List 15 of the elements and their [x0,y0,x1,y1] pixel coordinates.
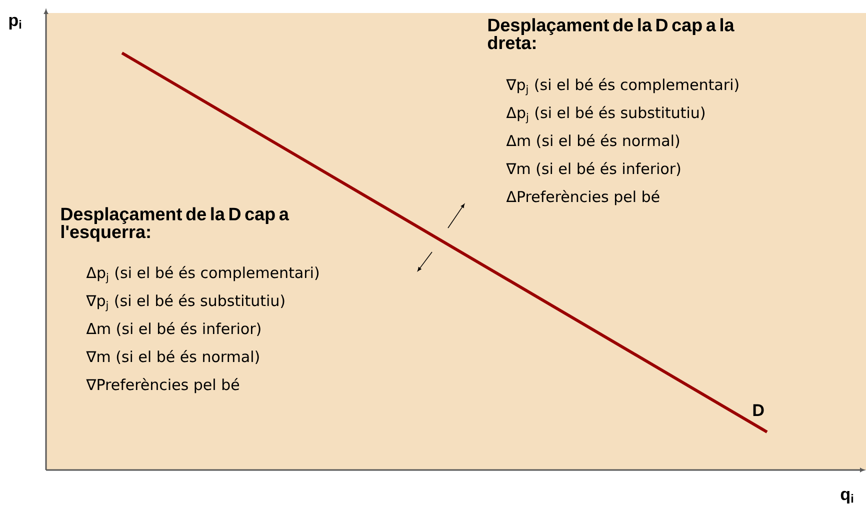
shift-heading: Desplaçament de la D cap a la dreta: [488,18,734,50]
shift-cause: ∇m (si el bé és normal) [86,350,259,364]
shift-heading: Desplaçament de la D cap a l'esquerra: [61,207,290,242]
shift-cause: ∇m (si el bé és inferior) [506,162,680,176]
shift-cause: Δm (si el bé és normal) [506,134,680,148]
axis-label: q$_{i}$ [840,490,854,504]
shift-cause: ΔPreferències pel bé [506,190,660,206]
shift-cause: Δp$_{j}$ (si el bé és complementari) [86,266,319,284]
shift-cause: Δm (si el bé és inferior) [86,322,260,336]
shift-cause: ∇p$_{j}$ (si el bé és substitutiu) [86,294,284,312]
shift-cause: ∇Preferències pel bé [86,378,240,394]
curve-label: D [753,404,764,416]
axis-label: p$_{i}$ [9,16,22,30]
shift-cause: ∇p$_{j}$ (si el bé és complementari) [506,78,738,96]
shift-cause: Δp$_{j}$ (si el bé és substitutiu) [506,106,704,124]
